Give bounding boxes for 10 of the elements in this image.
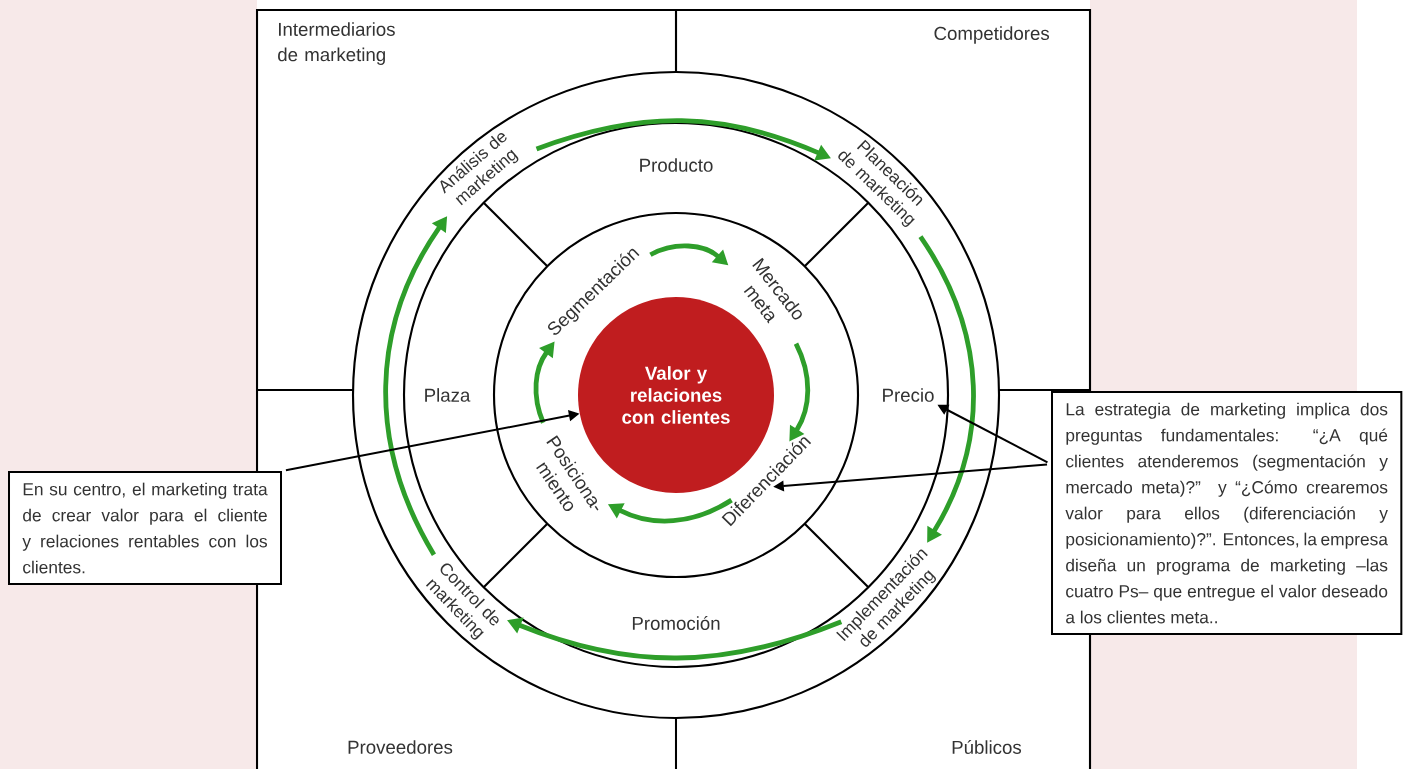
sector-label: Plaza bbox=[425, 388, 471, 402]
environment-label: Públicos bbox=[952, 740, 1022, 754]
sector-label: Precio bbox=[883, 388, 934, 402]
environment-label: Competidores bbox=[934, 26, 1050, 44]
sector-label: Promoción bbox=[632, 616, 720, 630]
sector-label: Producto bbox=[640, 158, 713, 172]
callout-box: La estrategia de marketing implica dos preguntas fundamentales: “¿A qué clientes atenderemos (segmentación y mercado meta)?” y “¿Cómo crearemos valor para ellos (diferenciación y posicionamiento)?”. Entonces, la empresa diseña un programa de marketing –las cuatro Ps– que entregue el valor deseado a los clientes meta.. bbox=[1051, 391, 1403, 636]
environment-label: Intermediarios de marketing bbox=[278, 22, 395, 65]
callout-box: En su centro, el marketing trata de crear valor para el cliente y relaciones rentables con los clientes. bbox=[8, 471, 282, 586]
environment-label: Proveedores bbox=[348, 740, 453, 754]
